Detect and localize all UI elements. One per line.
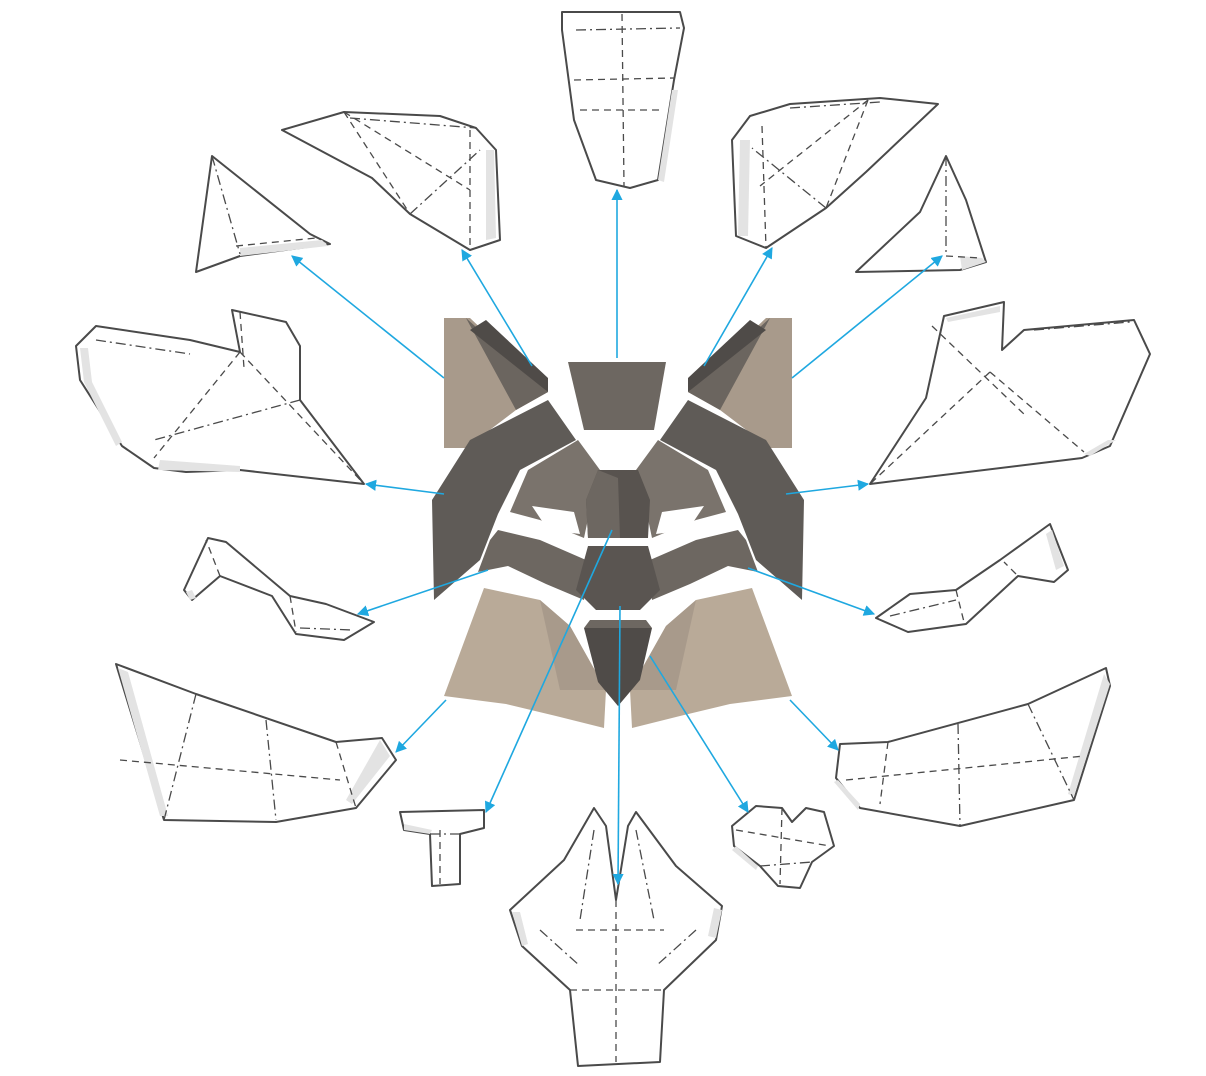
right-side-piece (870, 302, 1150, 484)
arrow-right-cheek (748, 568, 874, 614)
right-ear-piece (856, 156, 986, 272)
arrow-right-jaw (790, 700, 838, 750)
left-jaw-piece (116, 664, 396, 822)
right-jaw-piece (834, 668, 1110, 826)
muzzle-face (576, 546, 660, 610)
right-cheek-face (650, 530, 758, 600)
arrow-left-side (366, 484, 444, 494)
left-cheek-piece (184, 538, 374, 640)
left-brow-piece (282, 112, 500, 250)
arrow-right-ear (792, 256, 942, 378)
arrow-left-cheek (358, 570, 488, 614)
chin-piece (732, 806, 834, 888)
nose-bridge-piece (400, 810, 484, 886)
wolf-head-icon (432, 318, 804, 728)
left-cheek-face (478, 530, 586, 600)
forehead-face (568, 362, 666, 430)
left-side-piece (76, 310, 364, 484)
forehead-piece (562, 12, 684, 188)
right-cheek-piece (876, 524, 1068, 632)
arrow-left-jaw (396, 700, 446, 752)
muzzle-piece (510, 808, 722, 1066)
left-ear-piece (196, 156, 330, 272)
arrow-left-ear (292, 256, 444, 378)
arrow-right-side (786, 484, 868, 494)
